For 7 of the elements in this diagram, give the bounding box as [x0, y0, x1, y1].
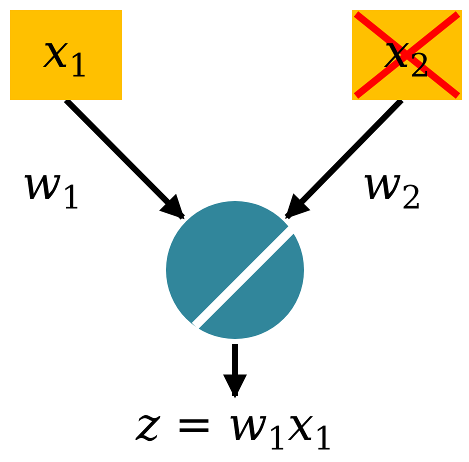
- arrow: [64, 98, 185, 220]
- output-equation: z = w$_{1}$x$_{1}$: [136, 400, 334, 454]
- neuron-drawing: [165, 200, 305, 340]
- input-label: x$_{1}$: [42, 28, 90, 82]
- arrow: [223, 344, 247, 398]
- arrow: [284, 98, 404, 220]
- input-box: [10, 10, 122, 100]
